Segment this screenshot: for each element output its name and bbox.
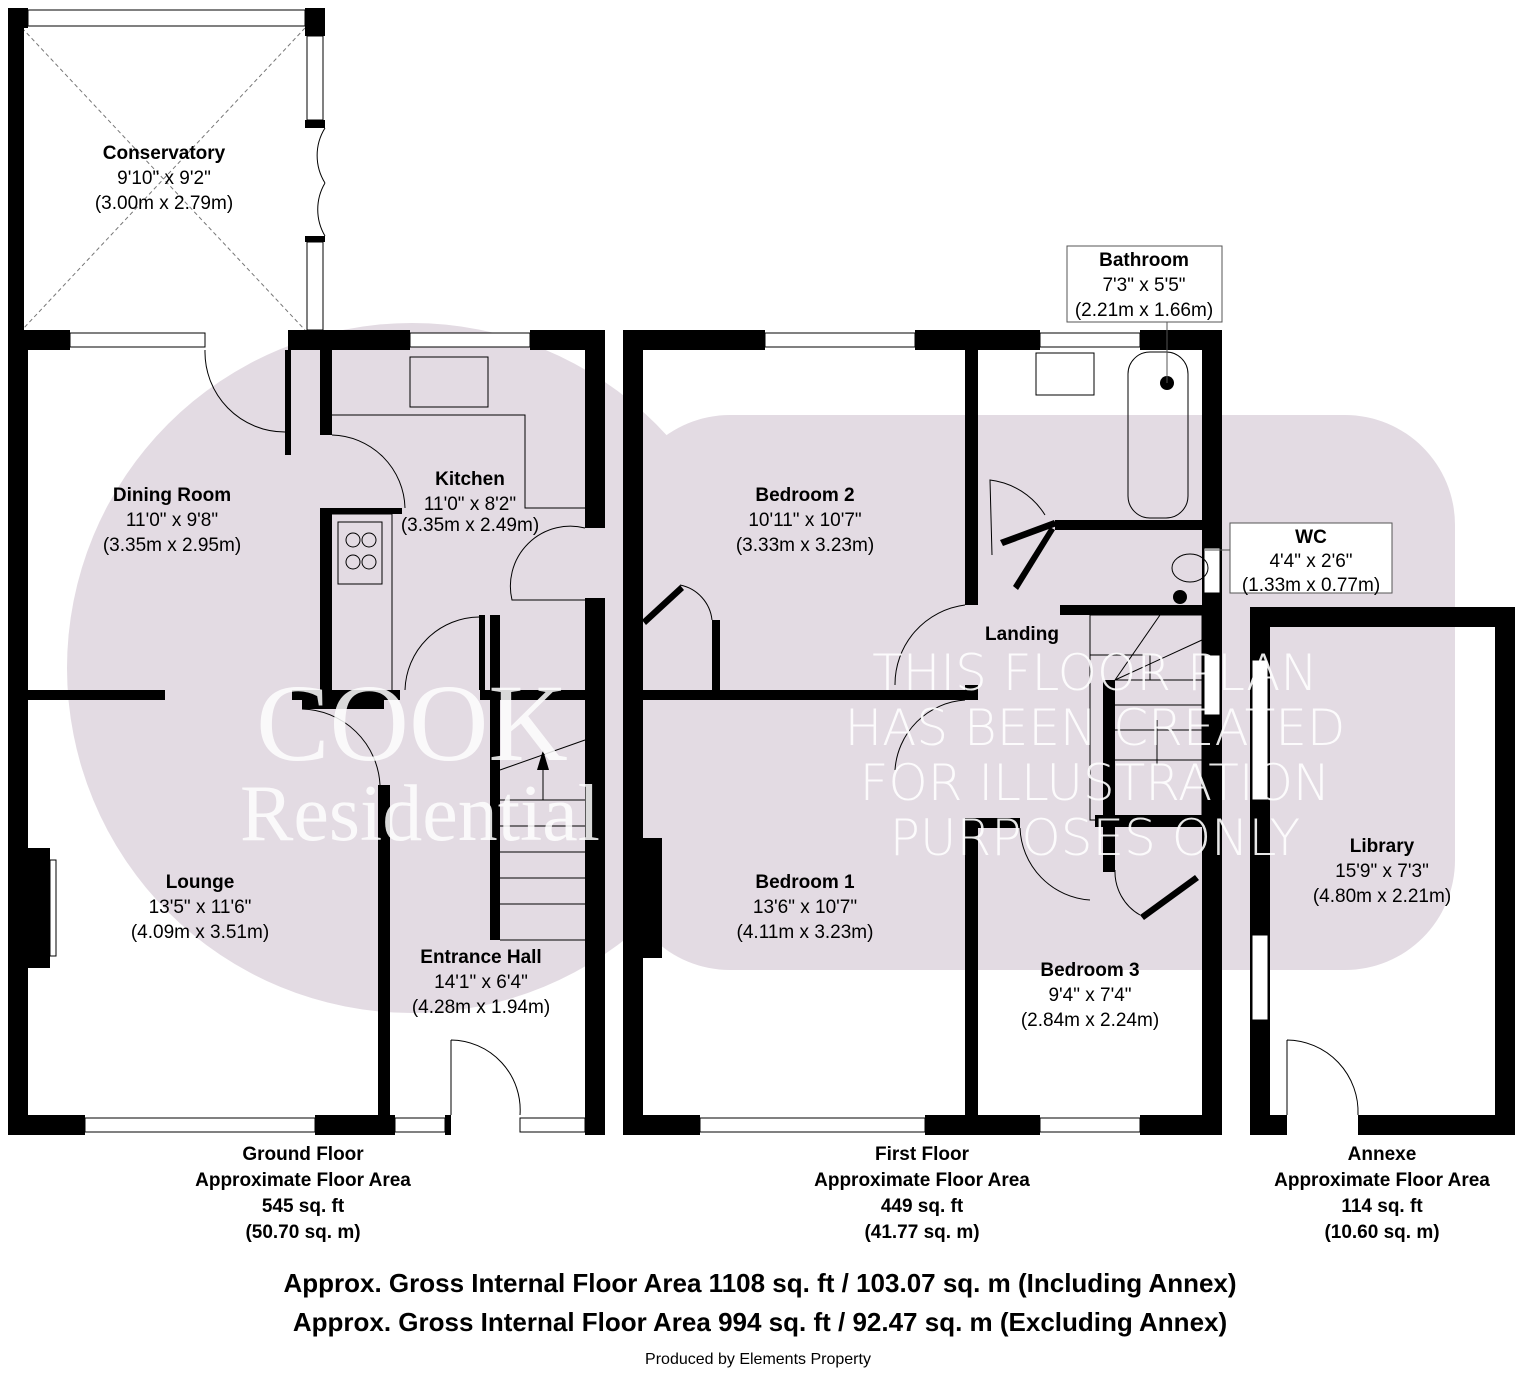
svg-text:545 sq. ft: 545 sq. ft	[262, 1196, 345, 1217]
svg-text:13'6" x 10'7": 13'6" x 10'7"	[753, 897, 857, 918]
svg-text:(1.33m x 0.77m): (1.33m x 0.77m)	[1242, 575, 1380, 596]
annexe-plan	[1250, 607, 1515, 1135]
svg-text:11'0" x 9'8": 11'0" x 9'8"	[126, 510, 218, 531]
svg-text:13'5" x 11'6": 13'5" x 11'6"	[149, 897, 252, 918]
svg-text:Approximate Floor Area: Approximate Floor Area	[195, 1170, 411, 1191]
total-area-excluding: Approx. Gross Internal Floor Area 994 sq…	[293, 1307, 1227, 1337]
credit: Produced by Elements Property	[645, 1351, 871, 1368]
svg-text:(3.35m x 2.49m): (3.35m x 2.49m)	[401, 515, 539, 536]
svg-text:4'4" x 2'6": 4'4" x 2'6"	[1269, 551, 1352, 572]
svg-text:(3.33m x 3.23m): (3.33m x 3.23m)	[736, 535, 874, 556]
floor-caption-first: First Floor Approximate Floor Area 449 s…	[814, 1144, 1030, 1243]
svg-text:FOR ILLUSTRATION: FOR ILLUSTRATION	[860, 754, 1331, 812]
room-label-hall: Entrance Hall 14'1" x 6'4" (4.28m x 1.94…	[412, 947, 550, 1018]
svg-text:11'0" x 8'2": 11'0" x 8'2"	[424, 494, 516, 515]
room-label-bedroom2: Bedroom 2 10'11" x 10'7" (3.33m x 3.23m)	[736, 485, 874, 556]
svg-text:PURPOSES ONLY: PURPOSES ONLY	[890, 809, 1300, 867]
svg-text:114 sq. ft: 114 sq. ft	[1341, 1196, 1423, 1217]
watermark-notice: THIS FLOOR PLAN HAS BEEN CREATED FOR ILL…	[845, 644, 1346, 867]
svg-text:WC: WC	[1295, 527, 1327, 548]
svg-text:First Floor: First Floor	[875, 1144, 970, 1165]
svg-text:(10.60 sq. m): (10.60 sq. m)	[1324, 1222, 1439, 1243]
svg-text:Ground Floor: Ground Floor	[242, 1144, 364, 1165]
svg-text:Bedroom 2: Bedroom 2	[755, 485, 854, 506]
svg-text:Kitchen: Kitchen	[435, 469, 505, 490]
svg-text:449 sq. ft: 449 sq. ft	[881, 1196, 964, 1217]
svg-text:Bathroom: Bathroom	[1099, 250, 1189, 271]
svg-text:10'11" x 10'7": 10'11" x 10'7"	[748, 510, 861, 531]
svg-text:HAS BEEN CREATED: HAS BEEN CREATED	[845, 699, 1346, 757]
svg-text:(4.09m x 3.51m): (4.09m x 3.51m)	[131, 922, 269, 943]
svg-text:Dining Room: Dining Room	[113, 485, 231, 506]
svg-text:Bedroom 3: Bedroom 3	[1040, 960, 1139, 981]
floor-caption-annexe: Annexe Approximate Floor Area 114 sq. ft…	[1274, 1144, 1490, 1243]
room-label-bedroom1: Bedroom 1 13'6" x 10'7" (4.11m x 3.23m)	[737, 872, 874, 943]
svg-text:(4.11m x 3.23m): (4.11m x 3.23m)	[737, 922, 874, 943]
room-label-lounge: Lounge 13'5" x 11'6" (4.09m x 3.51m)	[131, 872, 269, 943]
room-label-bedroom3: Bedroom 3 9'4" x 7'4" (2.84m x 2.24m)	[1021, 960, 1159, 1031]
svg-text:14'1" x 6'4": 14'1" x 6'4"	[434, 972, 528, 993]
svg-text:THIS FLOOR PLAN: THIS FLOOR PLAN	[872, 644, 1317, 702]
svg-text:9'10" x 9'2": 9'10" x 9'2"	[117, 168, 211, 189]
svg-text:7'3" x 5'5": 7'3" x 5'5"	[1102, 275, 1185, 296]
stairs-up-arrow-icon	[537, 750, 549, 770]
svg-text:Bedroom 1: Bedroom 1	[755, 872, 855, 893]
watermark-circle	[67, 323, 757, 1013]
svg-text:(2.84m x 2.24m): (2.84m x 2.24m)	[1021, 1010, 1159, 1031]
svg-text:(3.00m x 2.79m): (3.00m x 2.79m)	[95, 193, 233, 214]
svg-text:9'4" x 7'4": 9'4" x 7'4"	[1048, 985, 1131, 1006]
svg-text:Conservatory: Conservatory	[103, 143, 226, 164]
svg-text:(50.70 sq. m): (50.70 sq. m)	[245, 1222, 360, 1243]
room-label-landing: Landing	[985, 624, 1059, 645]
room-label-bathroom: Bathroom 7'3" x 5'5" (2.21m x 1.66m)	[1066, 245, 1223, 383]
svg-text:(41.77 sq. m): (41.77 sq. m)	[864, 1222, 979, 1243]
svg-text:(4.28m x 1.94m): (4.28m x 1.94m)	[412, 997, 550, 1018]
room-label-conservatory: Conservatory 9'10" x 9'2" (3.00m x 2.79m…	[95, 143, 233, 214]
svg-text:(3.35m x 2.95m): (3.35m x 2.95m)	[103, 535, 241, 556]
logo-residential: Residential	[240, 770, 600, 858]
total-area-including: Approx. Gross Internal Floor Area 1108 s…	[283, 1268, 1236, 1298]
svg-text:(2.21m x 1.66m): (2.21m x 1.66m)	[1075, 300, 1213, 321]
floor-caption-ground: Ground Floor Approximate Floor Area 545 …	[195, 1144, 411, 1243]
svg-text:Entrance Hall: Entrance Hall	[420, 947, 541, 968]
room-label-dining: Dining Room 11'0" x 9'8" (3.35m x 2.95m)	[103, 485, 241, 556]
first-floor-plan	[623, 330, 1222, 1135]
logo-cook: COOK	[256, 662, 568, 784]
svg-text:Approximate Floor Area: Approximate Floor Area	[814, 1170, 1030, 1191]
svg-text:(4.80m x 2.21m): (4.80m x 2.21m)	[1313, 886, 1451, 907]
conservatory	[8, 8, 326, 338]
svg-text:15'9" x 7'3": 15'9" x 7'3"	[1335, 861, 1429, 882]
svg-text:Annexe: Annexe	[1348, 1144, 1417, 1165]
room-label-wc: WC 4'4" x 2'6" (1.33m x 0.77m)	[1205, 522, 1393, 596]
svg-text:Approximate Floor Area: Approximate Floor Area	[1274, 1170, 1490, 1191]
svg-text:Library: Library	[1350, 836, 1415, 857]
room-label-kitchen: Kitchen 11'0" x 8'2" (3.35m x 2.49m)	[401, 469, 539, 536]
watermark-logo: COOK Residential	[240, 662, 600, 858]
svg-text:Lounge: Lounge	[166, 872, 235, 893]
ground-floor-plan	[8, 330, 605, 1135]
room-label-library: Library 15'9" x 7'3" (4.80m x 2.21m)	[1313, 836, 1451, 907]
